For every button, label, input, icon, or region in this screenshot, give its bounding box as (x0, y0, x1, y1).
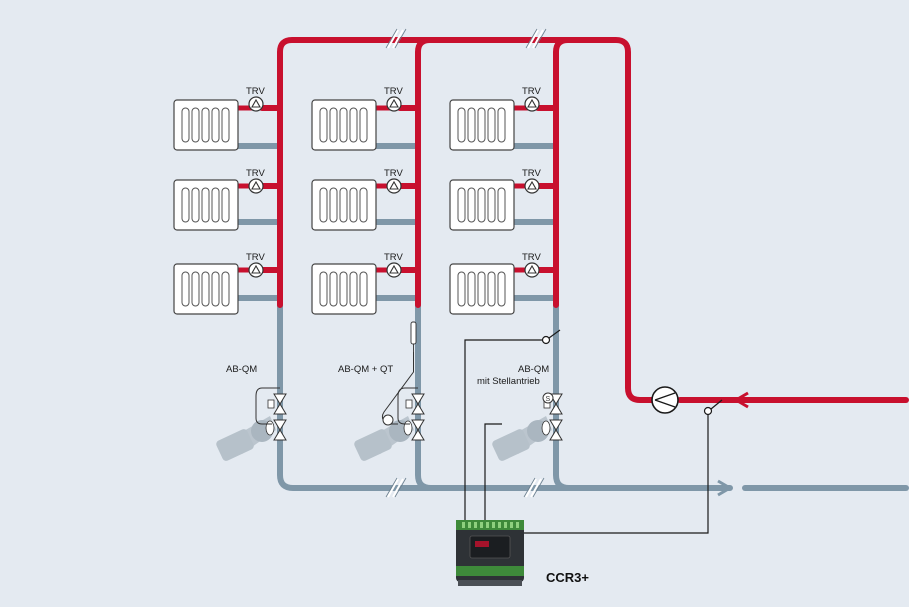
temperature-sensor-icon (381, 321, 417, 426)
trv-label: TRV (246, 252, 265, 263)
trv-label: TRV (522, 168, 541, 179)
trv-valve-icon (386, 178, 402, 194)
trv-label: TRV (522, 86, 541, 97)
trv-valve-icon (386, 262, 402, 278)
supply-riser-2 (415, 37, 433, 308)
supply-riser-3 (553, 37, 571, 308)
flow-arrow-icon (734, 391, 749, 409)
trv-label: TRV (384, 86, 403, 97)
trv-label: TRV (384, 252, 403, 263)
valve-label-ab-qm-actuator: AB-QM (518, 364, 549, 375)
flow-arrow-icon (717, 479, 732, 497)
radiator-icon (173, 263, 239, 315)
radiator-icon (449, 179, 515, 231)
trv-valve-icon (248, 262, 264, 278)
radiator-icon (173, 179, 239, 231)
trv-label: TRV (522, 252, 541, 263)
return-riser-1 (277, 307, 733, 491)
pump-icon (651, 386, 679, 414)
return-riser-3 (553, 307, 572, 491)
trv-valve-icon (386, 96, 402, 112)
supply-header (277, 37, 663, 403)
radiator-icon (311, 263, 377, 315)
radiators (173, 99, 515, 315)
valve-label-ab-qm: AB-QM (226, 364, 257, 375)
trv-label: TRV (246, 168, 265, 179)
trv-valve-icon (524, 262, 540, 278)
actuator-icon: S (542, 392, 554, 404)
trv-labels: TRV TRV TRV TRV TRV TRV TRV TRV TRV (246, 86, 541, 263)
controller-label: CCR3+ (546, 570, 589, 585)
trv-valve-icon (524, 178, 540, 194)
radiator-icon (449, 263, 515, 315)
ab-qm-valve-icon (352, 393, 425, 463)
control-wiring (464, 329, 723, 534)
radiator-icon (449, 99, 515, 151)
trv-valve-icon (248, 96, 264, 112)
radiator-icon (311, 99, 377, 151)
radiator-icon (173, 99, 239, 151)
trv-valve-icon (248, 178, 264, 194)
trv-label: TRV (384, 168, 403, 179)
controller-icon (456, 520, 524, 586)
trv-label: TRV (246, 86, 265, 97)
supply-pipes (259, 37, 909, 403)
ab-qm-valve-icon (214, 393, 287, 463)
valve-label-ab-qm-qt: AB-QM + QT (338, 364, 393, 375)
trv-valve-icon (524, 96, 540, 112)
balancing-valves (214, 393, 563, 463)
radiator-icon (311, 179, 377, 231)
valve-label-actuator-sub: mit Stellantrieb (477, 376, 540, 387)
svg-text:S: S (546, 396, 551, 403)
ab-qm-valve-icon (490, 393, 563, 463)
return-riser-2 (415, 307, 434, 491)
pipe-break-icon (387, 29, 544, 498)
